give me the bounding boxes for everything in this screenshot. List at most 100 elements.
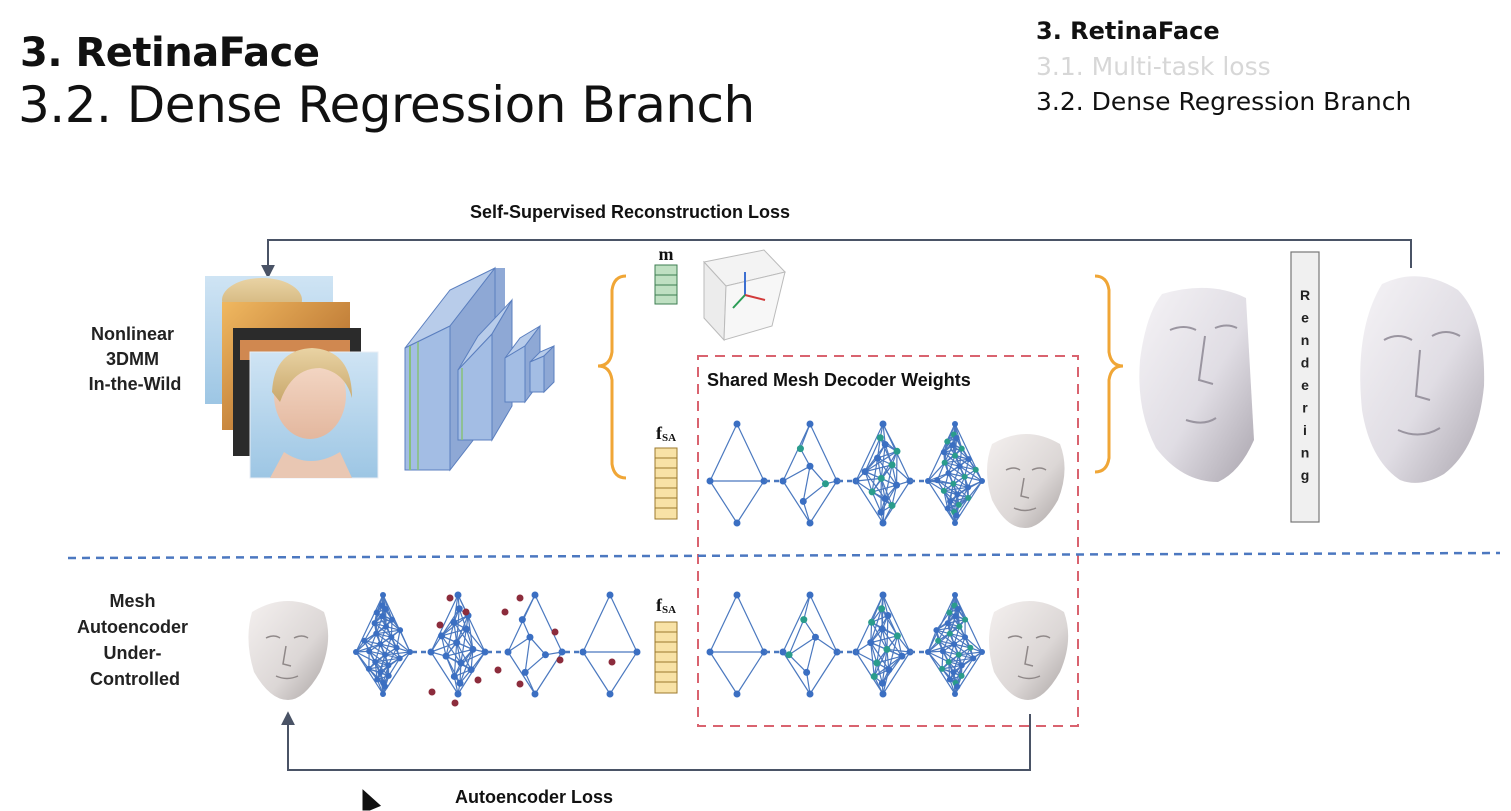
mesh-edge — [882, 651, 911, 695]
mesh-edge — [809, 594, 838, 653]
mesh-node — [371, 620, 378, 627]
mesh-node — [951, 641, 958, 648]
mesh-node — [518, 616, 526, 624]
mesh-node — [760, 648, 768, 656]
table-of-contents: 3. RetinaFace 3.1. Multi-task loss 3.2. … — [1036, 14, 1411, 119]
mesh-node — [885, 666, 893, 674]
mesh-node — [806, 519, 814, 527]
mesh-node — [868, 488, 876, 496]
mesh-node — [388, 634, 395, 641]
mesh-node — [888, 461, 896, 469]
mesh-node — [504, 648, 512, 656]
mesh-node — [453, 639, 461, 647]
mesh-edge — [864, 471, 873, 493]
mesh-node — [955, 651, 962, 658]
mesh-edge — [456, 642, 472, 670]
mesh-node — [953, 435, 960, 442]
mesh-node — [970, 655, 977, 662]
mesh-node — [868, 618, 876, 626]
mesh-node — [878, 625, 886, 633]
mesh-node — [382, 606, 389, 613]
mesh-node — [556, 656, 564, 664]
mesh-node — [733, 690, 741, 698]
mesh-node — [733, 591, 741, 599]
mesh-node — [833, 477, 841, 485]
mesh-node — [874, 454, 882, 462]
mesh-edge — [871, 457, 879, 493]
mesh-edge — [534, 594, 563, 653]
mesh-node — [396, 655, 403, 662]
cnn-encoder — [404, 266, 555, 472]
mesh-edge — [368, 650, 389, 666]
mesh-edge — [886, 648, 911, 653]
mesh-edge — [947, 594, 956, 624]
mesh-edge — [927, 629, 937, 653]
mesh-node — [467, 666, 475, 674]
autoencoder-loss-arrow — [281, 711, 1031, 771]
mesh-edge — [927, 651, 943, 670]
mesh-edge — [709, 594, 738, 653]
mesh-edge — [943, 490, 949, 509]
mesh-node — [442, 652, 450, 660]
mesh-node — [962, 616, 969, 623]
mesh-node — [428, 688, 436, 696]
mesh-edge — [709, 480, 738, 524]
mesh-edge — [954, 455, 977, 471]
mesh-node — [965, 484, 972, 491]
mesh-node — [979, 478, 985, 484]
mesh-node — [380, 691, 386, 697]
rendering-box — [1290, 251, 1320, 523]
mesh-edge — [453, 642, 458, 677]
mesh-edge — [943, 448, 962, 453]
mesh-edge — [941, 664, 962, 670]
mesh-node — [979, 649, 985, 655]
mesh-node — [454, 591, 462, 599]
mesh-node — [455, 605, 463, 613]
m-vector — [654, 264, 678, 305]
mesh-node — [950, 669, 957, 676]
mesh-edge — [882, 594, 889, 616]
mesh-edge — [709, 423, 738, 482]
mesh-node — [383, 623, 390, 630]
mesh-node — [427, 648, 435, 656]
mesh-node — [380, 592, 386, 598]
shared-decoder-label: Shared Mesh Decoder Weights — [707, 370, 971, 390]
mesh-edge — [967, 480, 983, 499]
mesh-node — [446, 594, 454, 602]
input-face-bottom — [248, 601, 329, 700]
mesh-edge — [470, 651, 486, 671]
mesh-node — [373, 609, 380, 616]
mesh-node — [606, 591, 614, 599]
mesh-node — [952, 421, 958, 427]
mesh-node — [800, 616, 808, 624]
mesh-edge — [399, 629, 411, 653]
mesh-edge — [887, 615, 898, 637]
mesh-node — [779, 648, 787, 656]
mesh-node — [954, 683, 961, 690]
mesh-node — [397, 627, 404, 634]
mesh-node — [878, 679, 886, 687]
mesh-edge — [507, 651, 536, 695]
mesh-edge — [374, 622, 392, 638]
bottom-row-label: Mesh Autoencoder Under- Controlled — [77, 591, 193, 689]
mesh-node — [806, 420, 814, 428]
mesh-node — [558, 648, 566, 656]
mesh-node — [967, 644, 974, 651]
mesh-node — [961, 473, 968, 480]
mesh-edge — [521, 594, 536, 620]
mesh-node — [494, 666, 502, 674]
mesh-edge — [961, 657, 974, 677]
mesh-node — [706, 477, 714, 485]
mesh-edge — [782, 651, 811, 695]
reconstructed-face-shape — [1139, 287, 1254, 482]
mesh-node — [462, 608, 470, 616]
mesh-edge — [355, 594, 384, 653]
mesh-node — [958, 672, 965, 679]
mesh-node — [958, 445, 965, 452]
f-vector-bottom — [654, 621, 678, 694]
mesh-edge — [430, 642, 457, 653]
mesh-edge — [809, 465, 826, 485]
mesh-node — [877, 474, 885, 482]
mesh-node — [382, 651, 389, 658]
mesh-node — [372, 658, 379, 665]
